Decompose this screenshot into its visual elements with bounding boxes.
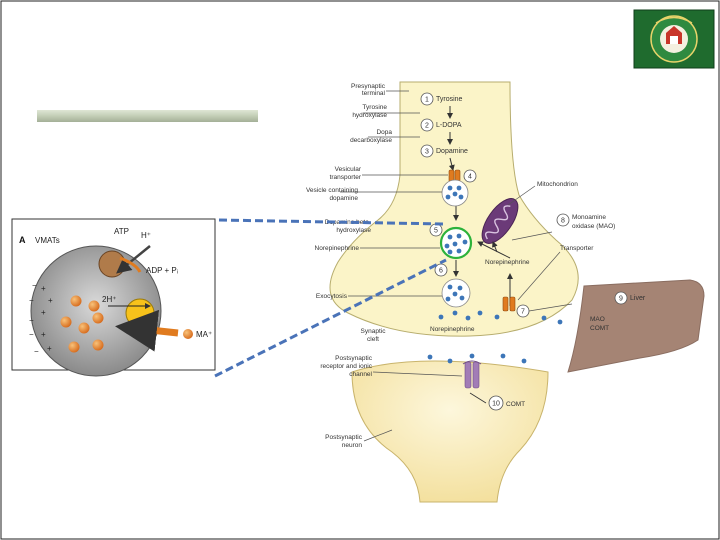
h-arrow bbox=[116, 245, 151, 274]
h-plus-label: H⁺ bbox=[141, 231, 151, 240]
comt-arrow bbox=[469, 392, 487, 404]
title-bar bbox=[37, 110, 258, 122]
step-1-text: Tyrosine bbox=[436, 96, 463, 103]
svg-text:−: − bbox=[29, 330, 34, 339]
step-2-number: 2 bbox=[425, 123, 429, 130]
svg-text:−: − bbox=[34, 347, 39, 356]
leader-lines bbox=[340, 90, 573, 442]
vesicle-norepinephrine bbox=[439, 226, 473, 260]
liver-label: Liver bbox=[630, 295, 646, 302]
step-9-number: 9 bbox=[619, 296, 623, 303]
vmat-monoamines bbox=[60, 295, 104, 353]
step-10-number: 10 bbox=[492, 401, 500, 408]
svg-text:+: + bbox=[41, 284, 46, 293]
cleft-molecules bbox=[427, 310, 563, 364]
ma-label: MA⁺ bbox=[196, 330, 212, 339]
ma-arrow bbox=[115, 309, 179, 352]
step-numbers: 1 2 3 4 5 6 7 8 9 10 bbox=[425, 97, 623, 408]
step-3-text: Dopamine bbox=[436, 148, 468, 155]
step-3-number: 3 bbox=[425, 149, 429, 156]
vmat-panel: A VMATs ATP H⁺ ADP + Pᵢ 2H⁺ MA⁺ + + bbox=[11, 218, 216, 377]
svg-text:−: − bbox=[29, 296, 34, 305]
norepinephrine-left-label: Norepinephrine bbox=[315, 245, 360, 252]
atpase-pump bbox=[98, 250, 126, 278]
vmat-charges: + + + + + − − − − − bbox=[29, 281, 53, 356]
ma-molecule bbox=[183, 329, 193, 339]
vmat-panel-letter: A bbox=[19, 235, 26, 245]
dopamine-b-hydroxylase-label: Dopamine beta-hydroxylase bbox=[325, 219, 372, 234]
vesicle-exocytosis bbox=[441, 278, 471, 308]
svg-text:+: + bbox=[41, 330, 46, 339]
university-seal-logo bbox=[633, 9, 715, 69]
norepinephrine-inside-label: Norepinephrine bbox=[485, 259, 530, 266]
svg-text:+: + bbox=[41, 308, 46, 317]
presynaptic-neuron bbox=[329, 81, 579, 337]
step-5-number: 5 bbox=[434, 228, 438, 235]
liver-shape bbox=[567, 279, 705, 373]
comt-label: COMT bbox=[506, 401, 525, 408]
step-markers bbox=[420, 92, 628, 411]
svg-text:−: − bbox=[32, 281, 37, 290]
exocytosis-label: Exocytosis bbox=[316, 293, 348, 300]
step-2-text: L-DOPA bbox=[436, 122, 462, 129]
vmat-title: VMATs bbox=[35, 236, 60, 245]
svg-text:+: + bbox=[48, 296, 53, 305]
two-h-label: 2H⁺ bbox=[102, 295, 116, 304]
reuptake-transporter bbox=[502, 296, 516, 312]
vesicle-dopamine bbox=[441, 179, 469, 207]
step-7-number: 7 bbox=[521, 309, 525, 316]
postsynaptic-neuron bbox=[351, 360, 549, 503]
transporter-label: Transporter bbox=[560, 245, 594, 252]
postsynaptic-receptor bbox=[462, 360, 482, 389]
svg-text:−: − bbox=[29, 316, 34, 325]
step-1-number: 1 bbox=[425, 97, 429, 104]
norepinephrine-cleft-label: Norepinephrine bbox=[430, 326, 475, 333]
atp-label: ATP bbox=[114, 227, 129, 236]
step-6-number: 6 bbox=[439, 268, 443, 275]
step-4-number: 4 bbox=[468, 174, 472, 181]
step-8-number: 8 bbox=[561, 218, 565, 225]
atp-arrow bbox=[119, 256, 142, 273]
adp-label: ADP + Pᵢ bbox=[146, 266, 178, 275]
vmat-transporter bbox=[125, 298, 155, 328]
mitochondrion-label: Mitochondrion bbox=[537, 181, 578, 188]
dashed-connectors bbox=[214, 218, 447, 378]
svg-text:+: + bbox=[47, 344, 52, 353]
mitochondrion bbox=[481, 198, 519, 244]
